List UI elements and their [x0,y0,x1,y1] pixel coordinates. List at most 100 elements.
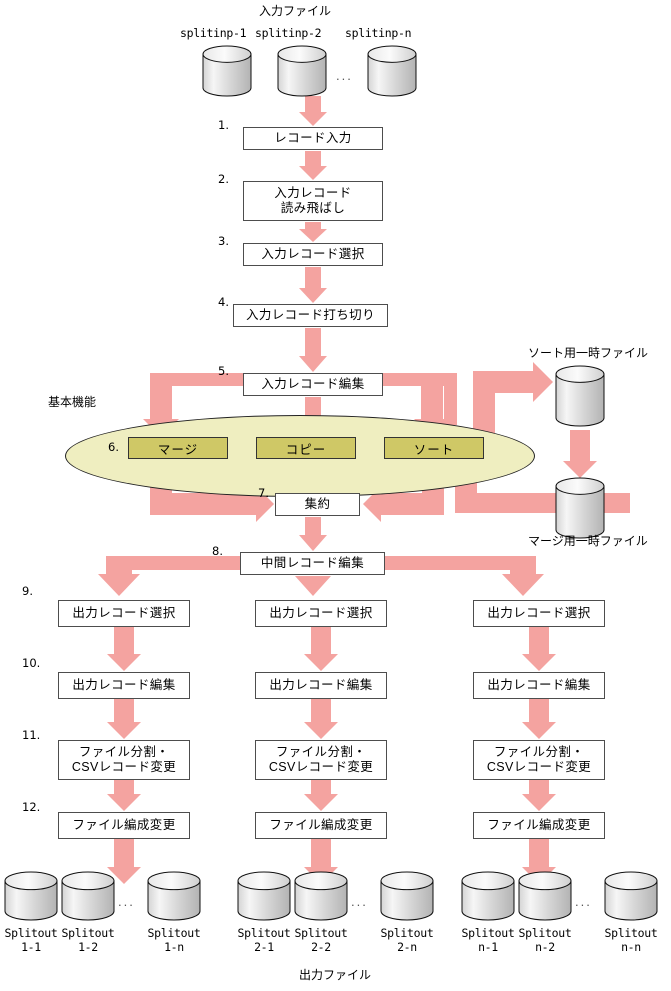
output-ellipsis-col1: ... [118,894,135,909]
process-label: 出力レコード選択 [72,606,176,620]
output-file-name: Splitout [4,926,58,940]
output-file-name: Splitout [518,926,572,940]
step-number-12: 12. [22,800,41,814]
connector-step5-to-merge-horizontal [150,373,245,386]
arrow-edit-to-split-col3 [522,699,556,739]
process-label-line1: ファイル分割・ [78,745,170,759]
output-file-cylinder-3-3 [604,871,658,921]
arrow-step8-to-branch3 [502,556,544,596]
output-file-name: Splitout [147,926,201,940]
basic-functions-group-label: 基本機能 [48,395,97,409]
output-file-name: Splitout [237,926,291,940]
process-label: 出力レコード編集 [269,678,373,692]
flow-arrows [98,96,630,884]
connector-step8-to-branch1 [107,556,242,570]
sort-temp-file-label: ソート用一時ファイル [528,346,649,360]
basic-function-copy[interactable]: コピー [256,437,356,459]
arrow-sort-to-aggregate [363,486,444,522]
process-box-input-record-skip: 入力レコード 読み飛ばし [243,181,383,221]
arrow-select-to-edit-col2 [304,627,338,671]
output-file-index: n-n [621,940,641,954]
arrow-edit-to-split-col2 [304,699,338,739]
step-number-5: 5. [218,364,229,378]
output-file-cylinder-2-1 [237,871,291,921]
process-box-output-record-select-col1: 出力レコード選択 [58,600,190,627]
merge-temp-file-cylinder [555,477,605,539]
step-number-6: 6. [108,440,119,454]
output-files-group-label: 出力ファイル [298,968,371,982]
output-file-index: 2-1 [254,940,274,954]
process-label: 出力レコード選択 [487,606,591,620]
process-label-line1: ファイル分割・ [275,745,367,759]
step-number-9: 9. [22,584,33,598]
output-file-name: Splitout [61,926,115,940]
process-box-file-organization-change-col3: ファイル編成変更 [473,812,605,839]
output-file-cylinder-1-2 [61,871,115,921]
input-file-label-2: splitinp-2 [255,26,322,40]
process-box-input-record-select: 入力レコード選択 [243,243,383,266]
input-file-cylinder-2 [277,45,327,97]
connector-step5-right-down [444,373,457,425]
process-box-aggregate: 集約 [275,493,360,516]
output-file-name: Splitout [294,926,348,940]
process-box-output-record-edit-col2: 出力レコード編集 [255,672,387,699]
basic-function-label: マージ [157,442,199,457]
output-file-index: 1-1 [21,940,41,954]
process-box-file-organization-change-col2: ファイル編成変更 [255,812,387,839]
step-number-2: 2. [218,172,229,186]
output-file-cylinder-2-2 [294,871,348,921]
arrow-step8-to-branch1 [98,556,140,596]
arrow-split-to-org-col2 [304,780,338,811]
process-label-line2: CSVレコード変更 [71,760,177,774]
sort-temp-file-cylinder [555,365,605,427]
output-file-cylinder-3-1 [461,871,515,921]
process-label: レコード入力 [274,131,352,145]
input-file-cylinder-3 [367,45,417,97]
step-number-8: 8. [212,544,223,558]
process-label: 出力レコード編集 [72,678,176,692]
output-ellipsis-col3: ... [575,894,592,909]
process-box-record-input: レコード入力 [243,127,383,150]
step-number-4: 4. [218,295,229,309]
arrow-sorttemp-to-mergetemp [563,430,597,478]
step-number-11: 11. [22,728,41,742]
process-label-line1: 入力レコード [274,186,352,200]
output-file-cylinder-1-1 [4,871,58,921]
process-label: 入力レコード選択 [261,247,365,261]
output-file-name: Splitout [380,926,434,940]
process-label: 入力レコード打ち切り [245,308,375,322]
output-file-cylinder-1-3 [147,871,201,921]
input-ellipsis: ... [336,68,353,83]
process-label: 集約 [304,497,331,511]
output-file-name: Splitout [461,926,515,940]
process-box-intermediate-record-edit: 中間レコード編集 [240,552,385,575]
basic-function-sort[interactable]: ソート [384,437,484,459]
arrow-step2-to-step3 [299,222,327,242]
process-label-line2: 読み飛ばし [280,201,346,215]
arrow-edit-to-split-col1 [107,699,141,739]
input-file-label-n: splitinp-n [345,26,412,40]
output-file-index: 1-2 [78,940,98,954]
output-file-cylinder-3-2 [518,871,572,921]
process-label: ファイル編成変更 [269,818,373,832]
process-box-output-record-select-col3: 出力レコード選択 [473,600,605,627]
process-box-output-record-edit-col1: 出力レコード編集 [58,672,190,699]
process-box-file-split-csv-col2: ファイル分割・CSVレコード変更 [255,740,387,780]
arrow-split-to-org-col3 [522,780,556,811]
arrow-input-to-step1 [299,96,327,126]
arrow-step4-to-step5 [299,328,327,372]
process-label: 入力レコード編集 [261,377,365,391]
arrow-step1-to-step2 [299,151,327,180]
process-label-line1: ファイル分割・ [493,745,585,759]
process-box-input-record-edit: 入力レコード編集 [243,373,383,396]
basic-function-merge[interactable]: マージ [128,437,228,459]
step-number-3: 3. [218,234,229,248]
process-box-output-record-edit-col3: 出力レコード編集 [473,672,605,699]
